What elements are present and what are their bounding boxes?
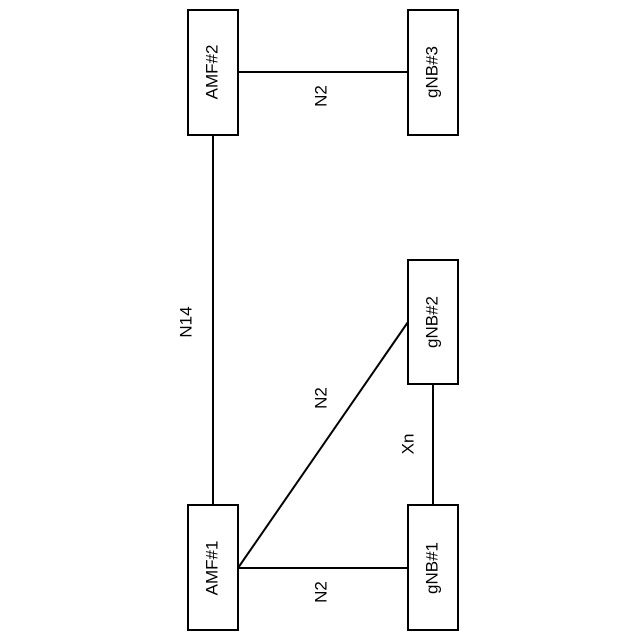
label-amf1-gnb2: N2 [311,387,330,409]
node-gnb3-label: gNB#3 [422,46,441,98]
label-amf2-gnb3: N2 [311,85,330,107]
node-gnb2-label: gNB#2 [422,296,441,348]
node-amf2: AMF#2 [188,10,238,135]
label-amf1-amf2: N14 [176,306,195,337]
label-amf1-gnb1: N2 [311,581,330,603]
node-amf1-label: AMF#1 [202,541,221,596]
node-gnb1: gNB#1 [408,505,458,630]
node-amf1: AMF#1 [188,505,238,630]
node-gnb2: gNB#2 [408,260,458,384]
label-gnb1-gnb2: Xn [398,434,417,455]
node-gnb3: gNB#3 [408,10,458,135]
node-amf2-label: AMF#2 [202,45,221,100]
link-amf1-gnb2 [238,322,408,568]
node-gnb1-label: gNB#1 [422,542,441,594]
